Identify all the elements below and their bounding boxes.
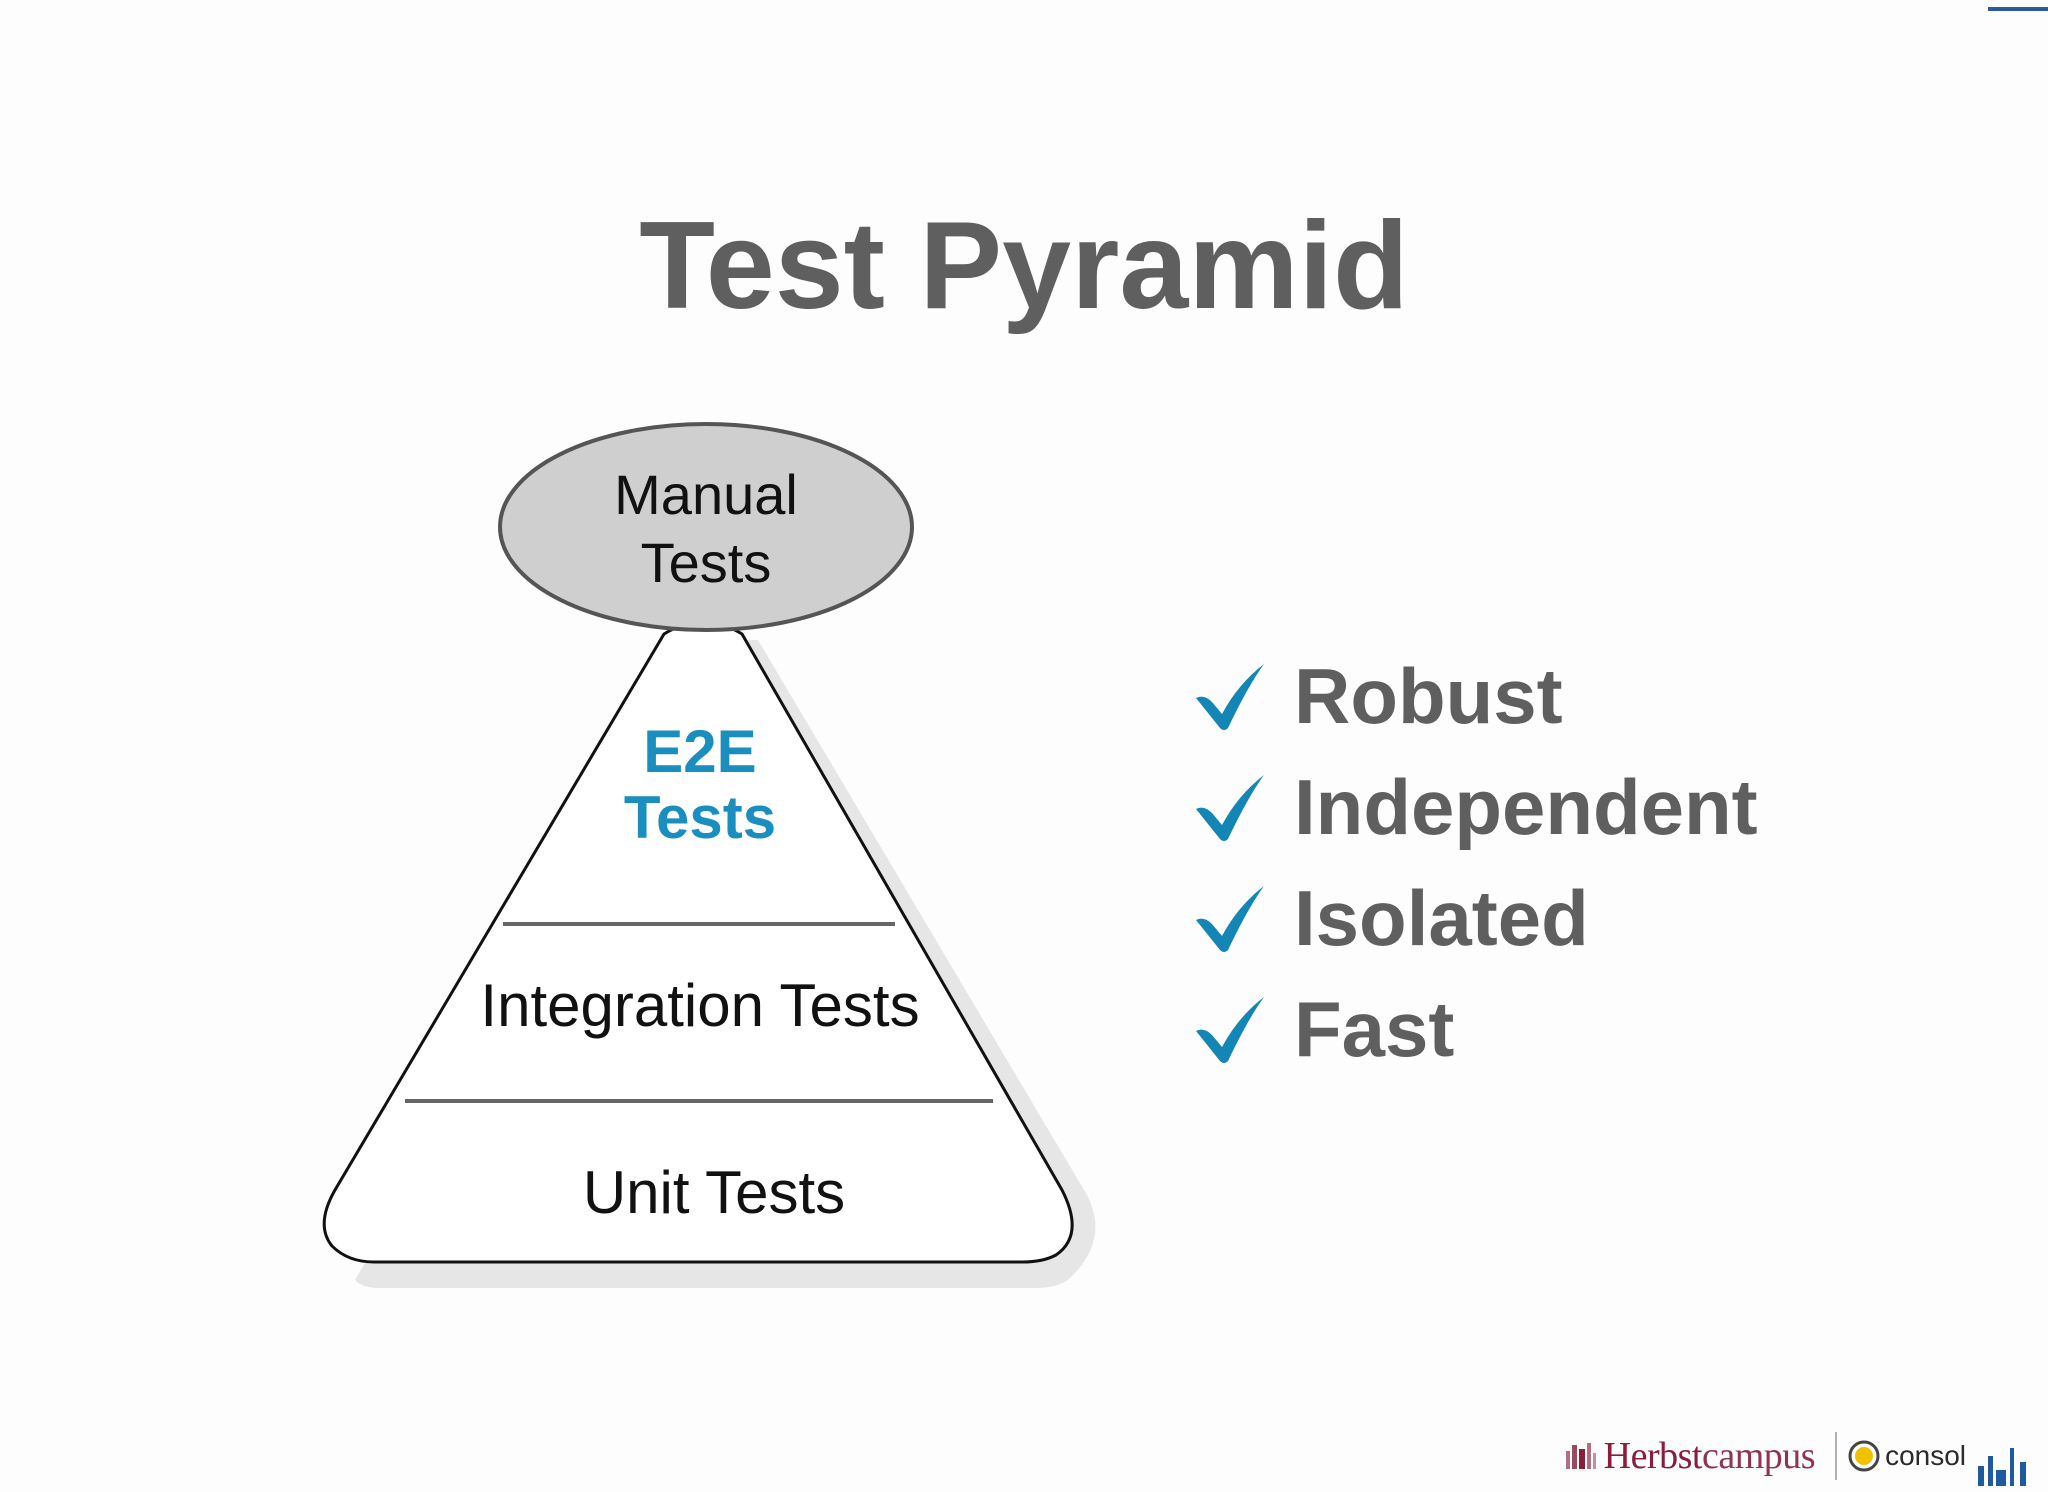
checklist-label-isolated: Isolated — [1294, 873, 1589, 962]
herbstcampus-logo: Herbstcampus — [1564, 1434, 1816, 1478]
city-skyline-icon — [1978, 1448, 2026, 1486]
herbstcampus-wordmark: Herbstcampus — [1603, 1434, 1816, 1478]
checklist-label-fast: Fast — [1294, 984, 1455, 1073]
slide-title: Test Pyramid — [639, 197, 1409, 335]
checklist-item: Isolated — [1190, 862, 1758, 973]
footer-divider — [1835, 1432, 1838, 1480]
e2e-tests-label-line2: Tests — [624, 784, 776, 851]
manual-tests-label-line1: Manual — [614, 463, 798, 526]
herbstcampus-wordmark-campus: campus — [1701, 1435, 1816, 1477]
checklist-label-robust: Robust — [1294, 651, 1563, 740]
manual-tests-ellipse — [498, 422, 914, 632]
integration-tests-label: Integration Tests — [480, 972, 919, 1039]
e2e-tests-label-line1: E2E — [643, 718, 756, 785]
checkmark-icon — [1196, 885, 1264, 952]
checkmark-icon — [1196, 774, 1264, 841]
checklist-label-independent: Independent — [1294, 762, 1758, 851]
checklist-item: Fast — [1190, 973, 1758, 1084]
consol-logo: consol — [1847, 1426, 2034, 1486]
corner-decoration — [1968, 0, 2048, 11]
checklist-item: Independent — [1190, 751, 1758, 862]
consol-circle-icon — [1848, 1440, 1880, 1472]
herbstcampus-emblem-icon — [1565, 1443, 1596, 1469]
herbstcampus-wordmark-herbst: Herbst — [1603, 1435, 1703, 1477]
unit-tests-label: Unit Tests — [583, 1159, 845, 1226]
checkmark-icon — [1196, 996, 1264, 1063]
property-checklist: Robust Independent Isolated Fast — [1190, 640, 1758, 1084]
footer-logos: Herbstcampus consol — [1564, 1420, 2034, 1492]
checkmark-icon — [1196, 663, 1264, 730]
manual-tests-label-line2: Tests — [641, 531, 772, 594]
checklist-item: Robust — [1190, 640, 1758, 751]
consol-wordmark: consol — [1885, 1440, 1966, 1471]
